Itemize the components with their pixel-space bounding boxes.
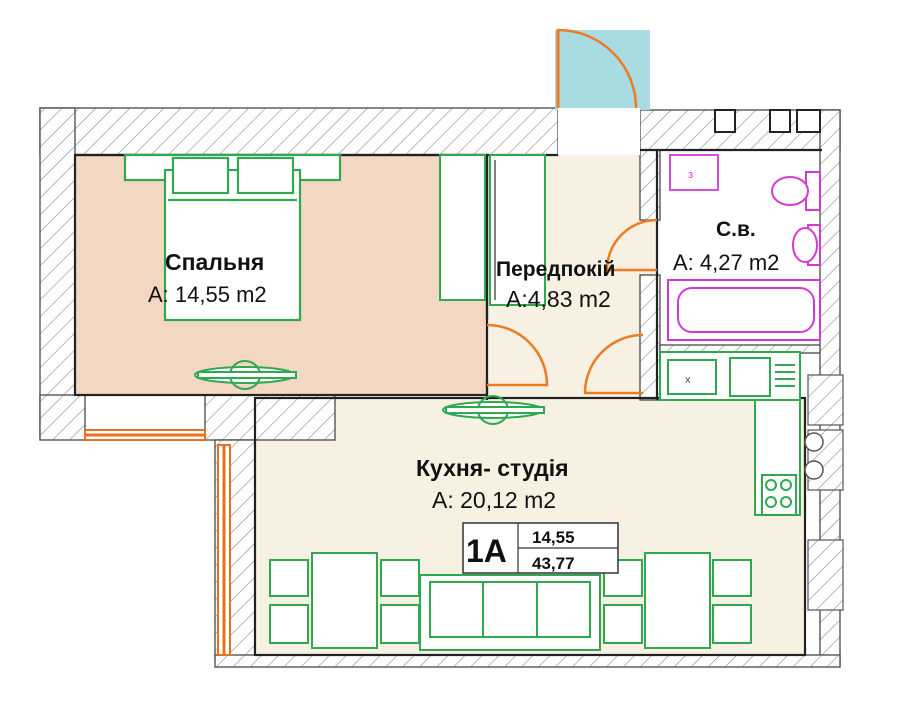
svg-text:з: з xyxy=(688,169,693,181)
wall-notches xyxy=(714,109,821,133)
kitchen-name: Кухня- студія xyxy=(416,455,569,481)
apartment-total-area: 43,77 xyxy=(532,554,575,573)
adjacent-burners xyxy=(804,432,824,480)
apartment-code: 1A xyxy=(466,533,507,569)
svg-text:x: x xyxy=(685,374,691,386)
bedroom-name: Спальня xyxy=(165,249,264,275)
bathtub xyxy=(667,279,821,341)
apartment-label: 1A 14,55 43,77 xyxy=(462,522,619,574)
hallway-area: A:4,83 m2 xyxy=(506,286,611,312)
ac-unit-kitchen xyxy=(442,395,545,425)
bathroom-area: A: 4,27 m2 xyxy=(673,250,779,275)
ac-unit-bedroom xyxy=(194,360,297,390)
hallway-door-swing xyxy=(486,323,549,387)
hallway-name: Передпокій xyxy=(496,258,615,281)
bathroom-name: С.в. xyxy=(716,218,756,241)
apartment-living-area: 14,55 xyxy=(532,528,575,547)
walls xyxy=(39,107,841,668)
dining-set-left xyxy=(269,552,420,649)
bedroom-window xyxy=(84,429,206,441)
bathroom-door-swing xyxy=(605,218,658,272)
kitchen-area: A: 20,12 m2 xyxy=(432,487,556,513)
toilet xyxy=(771,171,821,211)
washing-machine: з xyxy=(669,154,719,191)
bedroom-area: A: 14,55 m2 xyxy=(148,282,267,307)
washbasin xyxy=(792,224,821,266)
dining-set-right xyxy=(603,552,752,649)
kitchen-window xyxy=(217,444,231,656)
kitchen-counter: x xyxy=(659,351,801,516)
entry-door-swing xyxy=(556,28,638,109)
double-bed xyxy=(123,153,342,322)
entry-opening xyxy=(558,108,640,155)
wardrobe xyxy=(439,154,546,306)
adjacent-structure xyxy=(807,374,844,611)
sofa xyxy=(419,574,601,651)
kitchen-door-swing xyxy=(583,333,644,395)
